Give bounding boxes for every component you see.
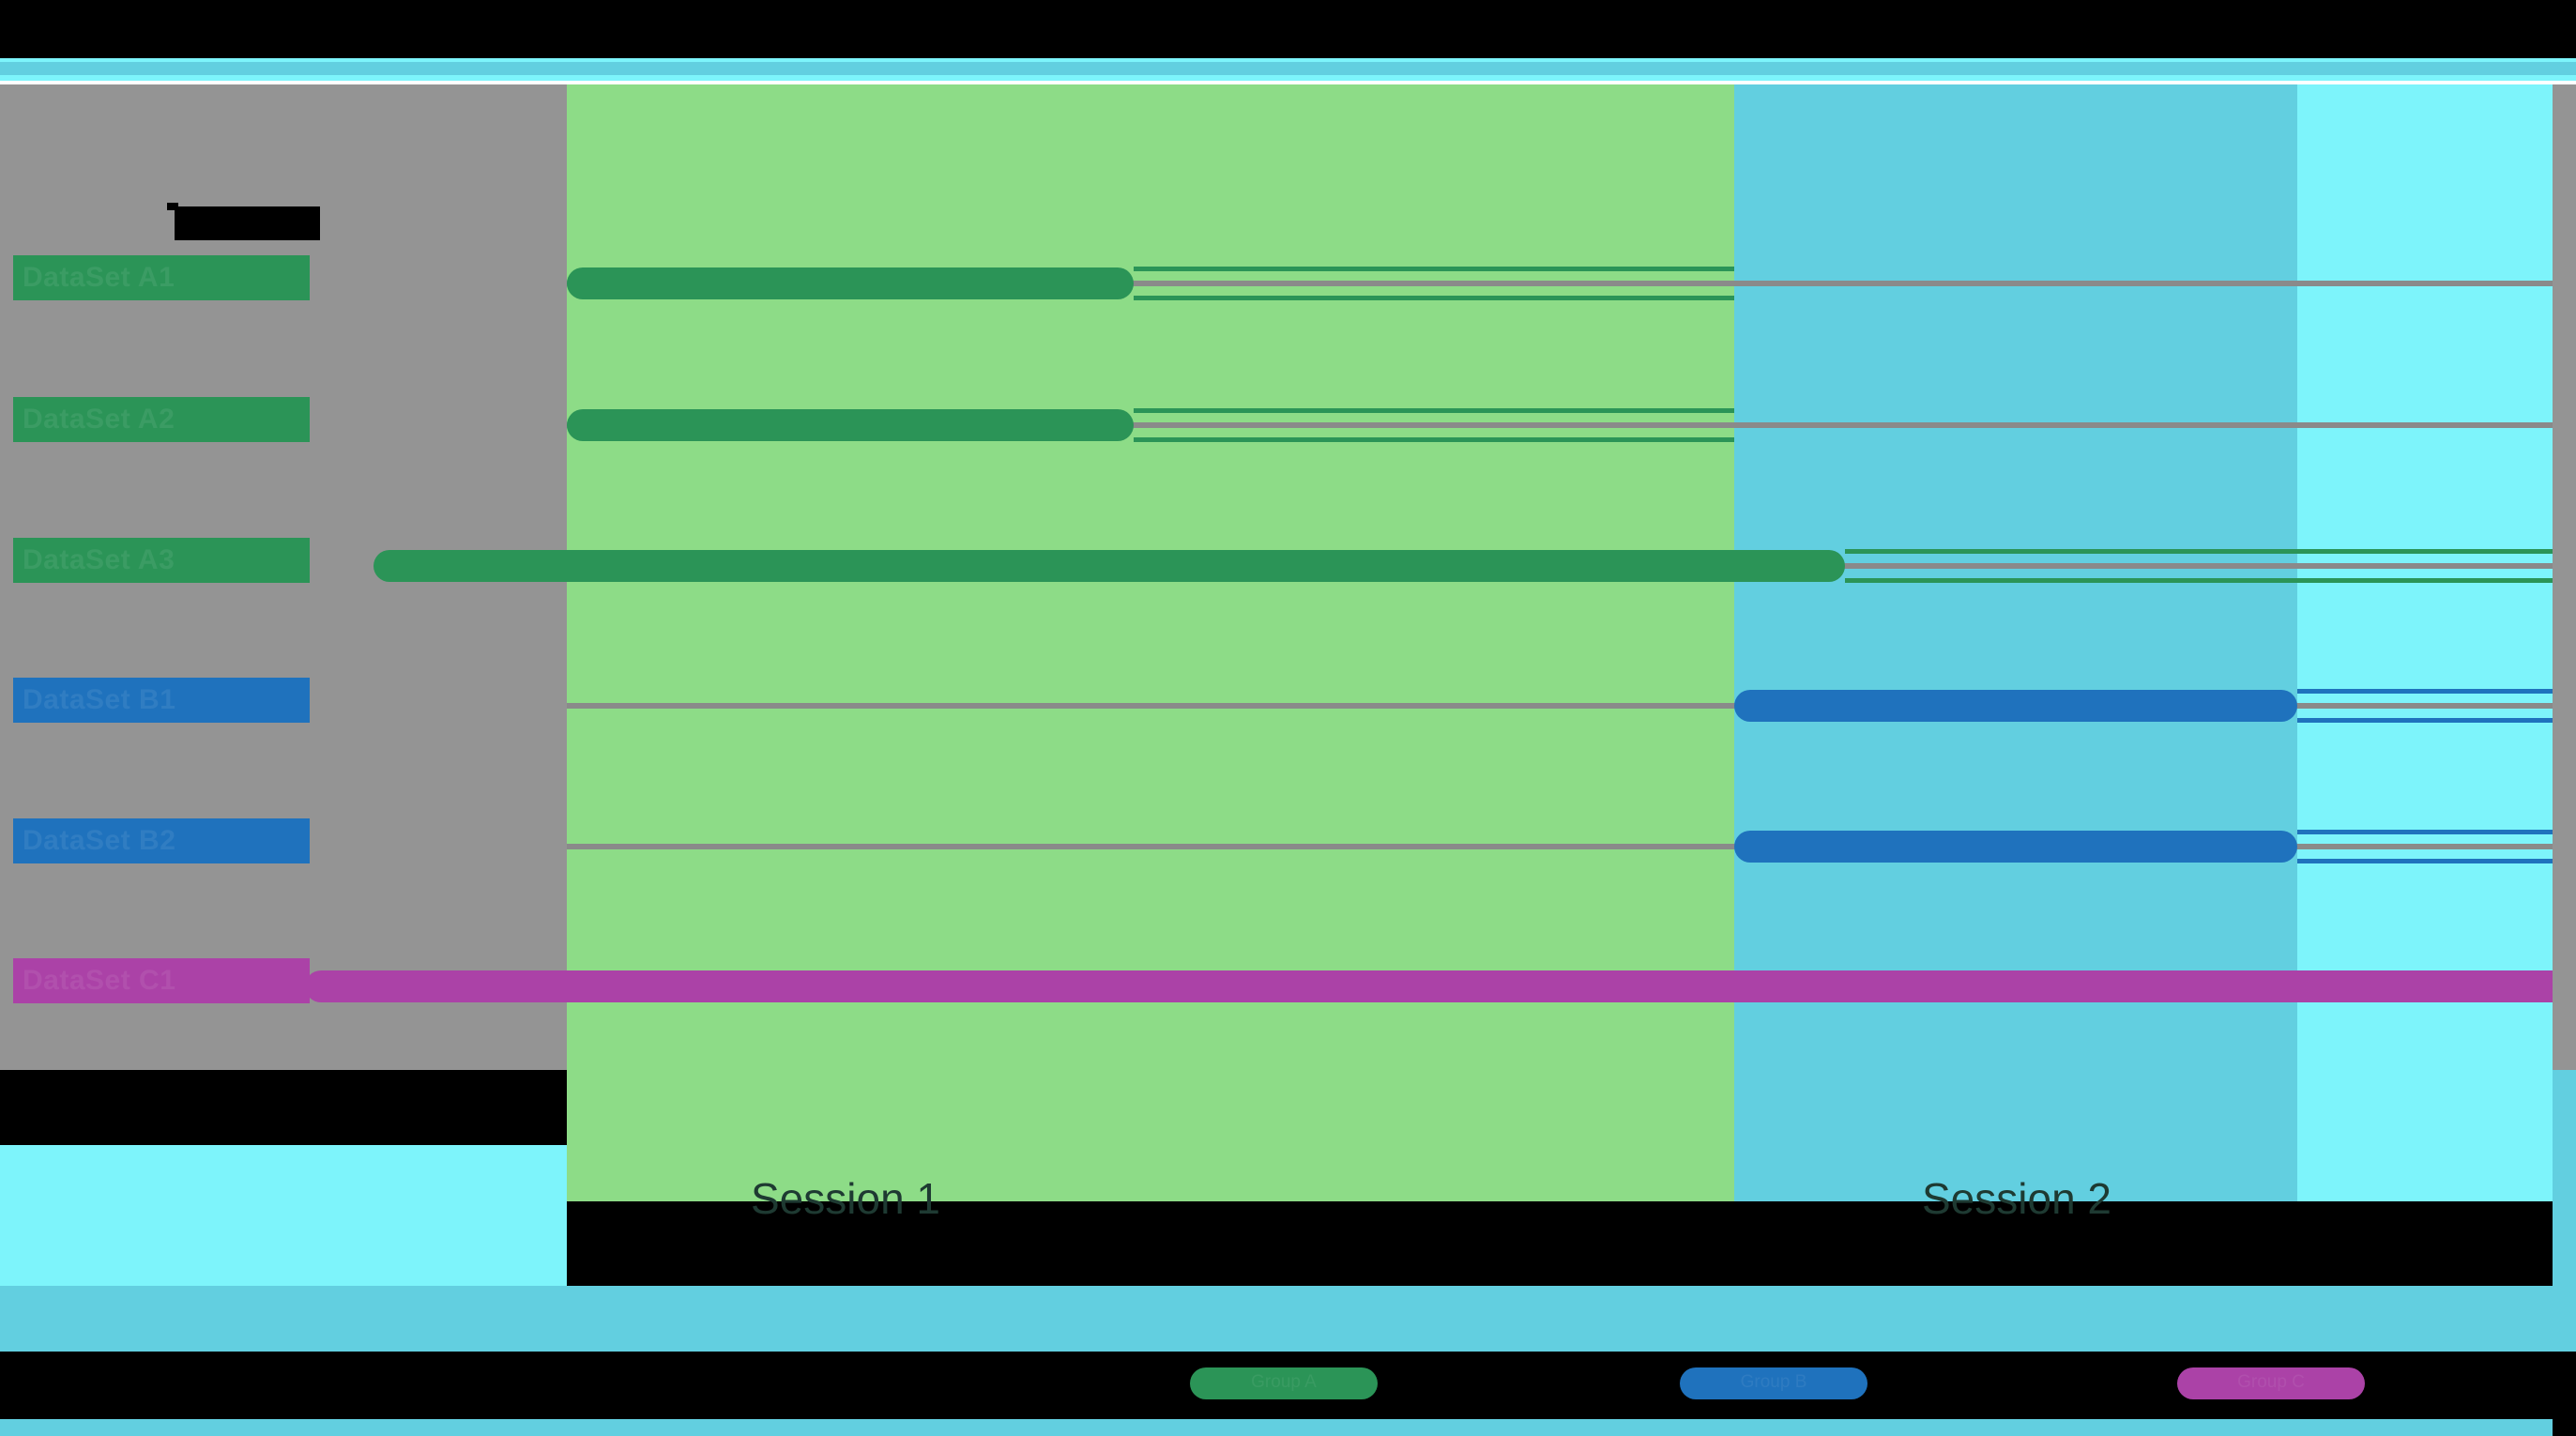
row-label-text: DataSet B1 (23, 684, 176, 715)
legend-label-0: Group A (1251, 1372, 1317, 1392)
gantt-chart-plot-area: Session 1 Session 2 DataSet A1 DataSet A2… (0, 84, 2576, 1436)
session-band-1 (567, 84, 1734, 1201)
gantt-bar[interactable] (567, 267, 1134, 299)
row-label[interactable]: DataSet A3 (13, 538, 310, 583)
session-band-1-label: Session 1 (751, 1174, 941, 1223)
row-label[interactable]: DataSet A1 (13, 255, 310, 300)
page-title-redaction (175, 206, 320, 240)
row-label[interactable]: DataSet B1 (13, 678, 310, 723)
row-label-text: DataSet A3 (23, 544, 175, 575)
gridline (567, 703, 2553, 709)
row-label[interactable]: DataSet C1 (13, 958, 310, 1003)
row-label-text: DataSet A2 (23, 404, 175, 435)
legend-swatch-icon-0 (1190, 1367, 1378, 1399)
gridline (567, 844, 2553, 849)
page-title-redaction-tick (167, 203, 178, 210)
top-divider-line (0, 81, 2576, 84)
gantt-bar[interactable] (373, 550, 1845, 582)
left-panel-footer (0, 1145, 567, 1286)
bar-continuation (1134, 267, 1734, 300)
bar-continuation (2297, 689, 2553, 723)
row-label-text: DataSet C1 (23, 965, 176, 996)
top-accent-strip-2 (0, 62, 2576, 75)
legend-label-1: Group B (1740, 1372, 1807, 1392)
legend-item-0[interactable]: Group A (1190, 1367, 1378, 1400)
top-accent-strip-3 (0, 75, 2576, 81)
chart-legend: Group A Group B Group C (0, 1352, 2576, 1419)
gantt-bar[interactable] (567, 409, 1134, 441)
legend-label-2: Group C (2237, 1372, 2305, 1392)
top-accent-strip-1 (0, 58, 2576, 62)
row-label[interactable]: DataSet B2 (13, 818, 310, 863)
gantt-bar[interactable] (1734, 831, 2297, 863)
session-band-2-label: Session 2 (1922, 1174, 2112, 1223)
right-gutter-footer (2553, 1070, 2576, 1352)
row-label-text: DataSet A1 (23, 262, 175, 293)
row-label[interactable]: DataSet A2 (13, 397, 310, 442)
gridline (567, 422, 2553, 428)
bar-continuation (1845, 549, 2553, 583)
legend-swatch-icon-1 (1680, 1367, 1867, 1399)
legend-swatch-icon-2 (2177, 1367, 2365, 1399)
row-label-text: DataSet B2 (23, 825, 176, 856)
session-band-3 (2297, 84, 2553, 1201)
gridline (567, 281, 2553, 286)
legend-item-2[interactable]: Group C (2177, 1367, 2365, 1400)
right-gutter (2553, 84, 2576, 1070)
legend-item-1[interactable]: Group B (1680, 1367, 1867, 1400)
bar-continuation (2297, 830, 2553, 863)
bar-continuation (1134, 408, 1734, 442)
gantt-bar[interactable] (305, 970, 2576, 1002)
session-band-2 (1734, 84, 2297, 1201)
gantt-bar[interactable] (1734, 690, 2297, 722)
